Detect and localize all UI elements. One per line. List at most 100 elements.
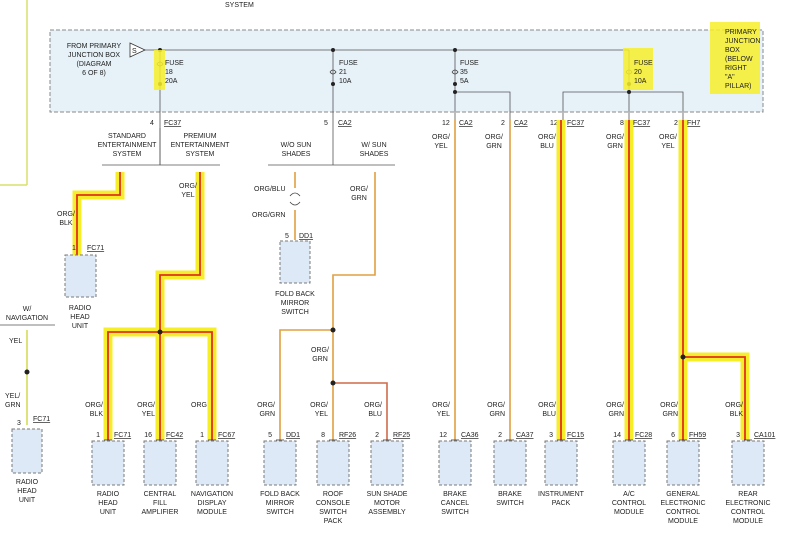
svg-text:STANDARD: STANDARD (108, 133, 146, 140)
wire-label-text: ORG/ (364, 402, 382, 409)
wire-label-org-grn-top: ORG/GRN (252, 212, 285, 219)
navigation-branch: W/ NAVIGATION YEL YEL/ GRN (0, 306, 55, 425)
component-box (493, 440, 527, 486)
highlighted-wires (72, 120, 750, 440)
svg-text:BLK: BLK (59, 220, 73, 227)
connector-name: FC28 (635, 432, 652, 439)
upper-connector-ca2-12: 12 CA2 (442, 120, 473, 127)
sunshade-option-split (268, 120, 395, 166)
upper-connector-fc37-12: 12 FC37 (550, 120, 584, 127)
wire-label: ORG (191, 402, 207, 409)
svg-text:PRIMARY: PRIMARY (725, 29, 757, 36)
fuse-35 (451, 48, 511, 120)
svg-text:FC37: FC37 (567, 120, 584, 127)
wire-label-text: ORG/ (85, 402, 103, 409)
wire-label-text: GRN (662, 411, 678, 418)
svg-text:20A: 20A (165, 78, 178, 85)
wire-label: ORG/BLK (725, 402, 743, 418)
svg-text:SYSTEM: SYSTEM (113, 151, 142, 158)
connector-name: FC67 (218, 432, 235, 439)
wire-label: ORG/GRN (257, 402, 275, 418)
connector-pin: 16 (144, 432, 152, 439)
fuse-35-label: FUSE 35 5A (460, 60, 479, 85)
svg-text:12: 12 (550, 120, 558, 127)
wire-label-text: ORG/ (310, 402, 328, 409)
svg-text:FUSE: FUSE (165, 60, 184, 67)
upper-connector-fc37-4: 4 FC37 (150, 120, 181, 127)
upper-connector-fc37-8: 8 FC37 (620, 120, 650, 127)
svg-text:RADIO: RADIO (16, 479, 39, 486)
wire-label-text: GRN (489, 411, 505, 418)
component-name-line: PACK (552, 500, 571, 507)
svg-text:GRN: GRN (607, 143, 623, 150)
fuse-21-label: FUSE 21 10A (339, 60, 358, 85)
svg-text:ORG/: ORG/ (179, 183, 197, 190)
component-box (143, 440, 177, 486)
wire-label-text: ORG/ (257, 402, 275, 409)
connector-pin: 1 (96, 432, 100, 439)
svg-text:FC71: FC71 (33, 416, 50, 423)
component-name-line: SWITCH (266, 509, 294, 516)
svg-text:FROM PRIMARY: FROM PRIMARY (67, 43, 122, 50)
component-name-line: HEAD (98, 500, 117, 507)
wire-label-text: BLK (90, 411, 104, 418)
svg-text:(DIAGRAM: (DIAGRAM (77, 61, 112, 68)
wire-label-text: ORG/ (606, 402, 624, 409)
svg-text:NAVIGATION: NAVIGATION (6, 315, 48, 322)
svg-text:HEAD: HEAD (17, 488, 36, 495)
connector-name: RF25 (393, 432, 410, 439)
wire-label-text: ORG/ (487, 402, 505, 409)
wire-label-org-blk-left: ORG/ BLK (57, 211, 75, 227)
svg-text:CA2: CA2 (514, 120, 528, 127)
svg-text:DD1: DD1 (299, 233, 313, 240)
svg-text:FUSE: FUSE (339, 60, 358, 67)
component-box (731, 440, 765, 486)
svg-text:ORG/: ORG/ (57, 211, 75, 218)
wire-label: ORG/GRN (660, 402, 678, 418)
svg-text:SHADES: SHADES (360, 151, 389, 158)
component-box (316, 440, 350, 486)
component-name-line: ROOF (323, 491, 343, 498)
svg-text:BOX: BOX (725, 47, 740, 54)
junction-location-label: PRIMARY JUNCTION BOX (BELOW RIGHT "A" PI… (725, 29, 760, 90)
connector-name: CA101 (754, 432, 776, 439)
connector-name: FC71 (114, 432, 131, 439)
component-name-line: MIRROR (266, 500, 294, 507)
svg-text:ORG/: ORG/ (311, 347, 329, 354)
upper-radio-head-unit: 1 FC71 RADIO HEAD UNIT (64, 245, 104, 330)
wire-label-text: ORG/ (725, 402, 743, 409)
svg-text:SHADES: SHADES (282, 151, 311, 158)
svg-text:PILLAR): PILLAR) (725, 83, 751, 90)
svg-text:RIGHT: RIGHT (725, 65, 748, 72)
connector-pin: 14 (613, 432, 621, 439)
component-name-line: SWITCH (441, 509, 469, 516)
wire-label-text: ORG/ (432, 402, 450, 409)
component-name-line: NAVIGATION (191, 491, 233, 498)
component-name-line: ASSEMBLY (368, 509, 406, 516)
svg-text:RADIO: RADIO (69, 305, 92, 312)
option-premium-label: PREMIUM ENTERTAINMENT SYSTEM (171, 133, 231, 158)
component-name-line: MODULE (668, 518, 698, 525)
wire-label: ORG/GRN (487, 402, 505, 418)
connector-name: FC15 (567, 432, 584, 439)
upper-connector-fh7-2: 2 FH7 (674, 120, 700, 127)
component-name-line: SWITCH (319, 509, 347, 516)
fuse-18-label: FUSE 18 20A (165, 60, 184, 85)
wire-label-text: GRN (259, 411, 275, 418)
svg-text:W/: W/ (23, 306, 32, 313)
svg-text:20: 20 (634, 69, 642, 76)
svg-text:CA2: CA2 (338, 120, 352, 127)
svg-text:FC71: FC71 (87, 245, 104, 252)
component-name-line: MODULE (197, 509, 227, 516)
svg-text:5: 5 (324, 120, 328, 127)
wire-label-text: BLU (542, 411, 556, 418)
component-box (666, 440, 700, 486)
